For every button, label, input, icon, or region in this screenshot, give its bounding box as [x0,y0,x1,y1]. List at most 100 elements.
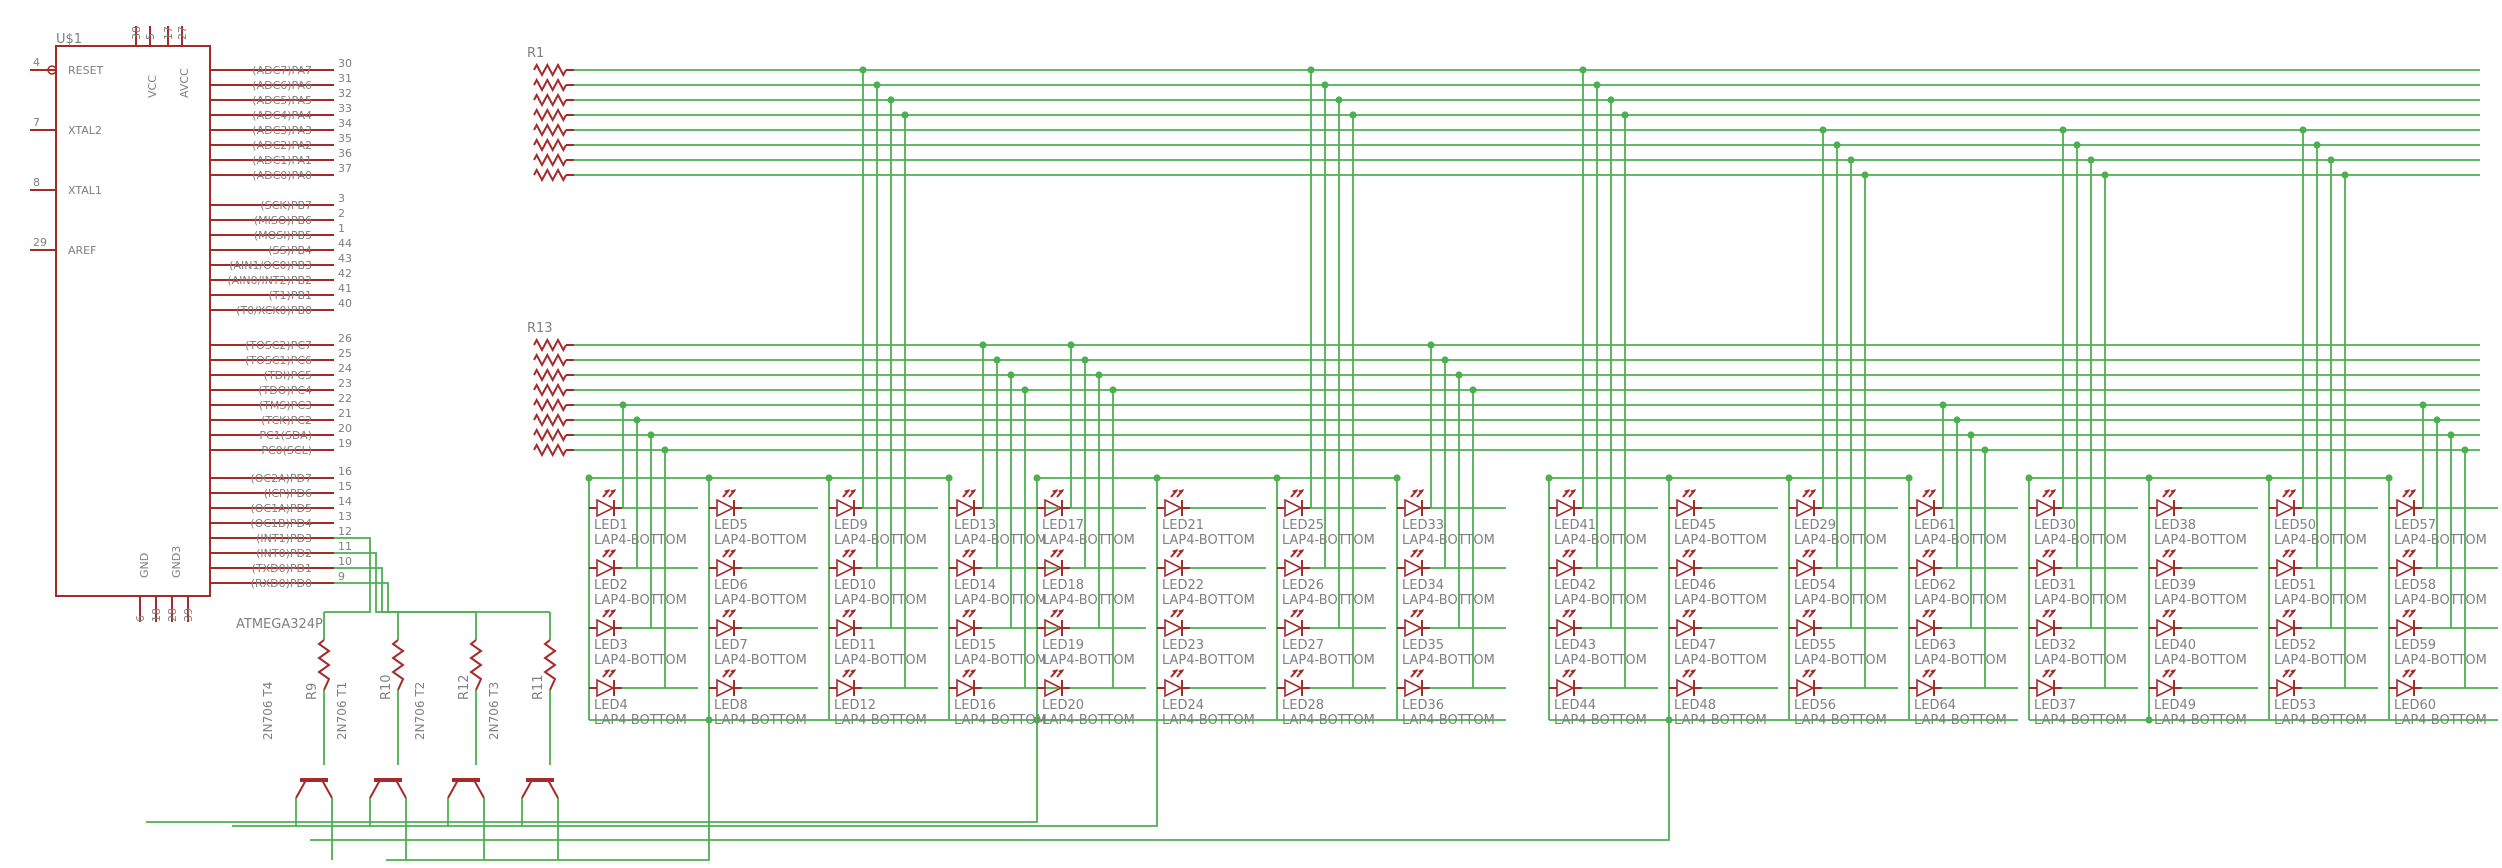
led-arrow-head [1172,609,1179,614]
led-part-value: LAP4-BOTTOM [1162,533,1255,548]
led-arrow-head [2164,669,2171,674]
resistor-element [533,367,567,383]
mcu-pin-label: (TMS)PC3 [259,399,312,412]
led-arrow-head [1058,489,1065,494]
junction-dot [1665,474,1673,482]
mcu-ref-label: U$1 [56,32,82,47]
led-triangle [2396,678,2415,698]
junction-dot [1545,474,1553,482]
base-resistor-label: R10 [379,674,394,700]
led-part-value: LAP4-BOTTOM [594,533,687,548]
led-part-value: LAP4-BOTTOM [1162,653,1255,668]
led-arrow-head [970,489,977,494]
led-reference: LED1 [594,518,628,533]
transistor-label: 2N706 T2 [413,682,427,740]
led-arrow-head [850,489,857,494]
led-triangle [716,498,735,518]
led-arrow-head [1804,669,1811,674]
led-part-value: LAP4-BOTTOM [1402,593,1495,608]
led-arrow-head [970,549,977,554]
led-part-value: LAP4-BOTTOM [954,653,1047,668]
resistor-element [533,62,567,78]
junction-dot [1021,386,1029,394]
led-part-value: LAP4-BOTTOM [1794,713,1887,728]
mcu-pin-number: 4 [33,56,40,69]
wires-layer [146,69,2498,861]
led-arrow-head [1412,489,1419,494]
led-arrow-head [730,549,737,554]
junction-dot [1621,111,1629,119]
led-triangle [1556,618,1575,638]
led-arrow-head [1052,549,1059,554]
junction-dot [705,716,713,724]
led-arrow-head [2410,609,2417,614]
led-arrow-head [1924,549,1931,554]
led-part-value: LAP4-BOTTOM [1042,653,1135,668]
mcu-pin-label: (ADC2)PA2 [252,139,312,152]
led-arrow-head [2404,489,2411,494]
led-arrow-head [2290,669,2297,674]
mcu-pin-number: 19 [338,437,352,450]
mcu-pin-number: 13 [338,510,352,523]
led-arrow-head [1804,489,1811,494]
mcu-pin-number: 40 [338,297,352,310]
led-reference: LED15 [954,638,996,653]
mcu-pin-label: (OC1B)PD4 [250,517,312,530]
led-triangle [2156,618,2175,638]
mcu-pin-label: (SS)PB4 [268,244,312,257]
led-part-value: LAP4-BOTTOM [714,533,807,548]
led-arrow-head [1178,489,1185,494]
mcu-pin-number: 17 [162,26,175,40]
transistor-emitter [473,779,485,799]
led-reference: LED53 [2274,698,2316,713]
junction-dot [2025,474,2033,482]
led-part-value: LAP4-BOTTOM [1914,653,2007,668]
led-reference: LED2 [594,578,628,593]
led-arrow-head [1564,609,1571,614]
led-reference: LED32 [2034,638,2076,653]
led-reference: LED61 [1914,518,1956,533]
led-arrow-head [724,609,731,614]
junction-dot [2059,126,2067,134]
led-triangle [836,618,855,638]
mcu-pin-label: (TXD0)PD1 [252,562,312,575]
junction-dot [2419,401,2427,409]
led-arrow-head [2044,609,2051,614]
led-reference: LED60 [2394,698,2436,713]
junction-dot [1939,401,1947,409]
led-reference: LED7 [714,638,748,653]
led-arrow-head [1570,609,1577,614]
led-arrow-head [1418,609,1425,614]
mcu-pin-label: (T1)PB1 [269,289,312,302]
junction-dot [1455,371,1463,379]
led-arrow-head [2050,549,2057,554]
led-arrow-head [970,609,977,614]
mcu-pin-number: 8 [33,176,40,189]
led-arrow-head [1172,549,1179,554]
led-reference: LED13 [954,518,996,533]
led-part-value: LAP4-BOTTOM [834,533,927,548]
led-triangle [716,678,735,698]
resistor-element [533,137,567,153]
junction-dot [1349,111,1357,119]
mcu-pin-number: 35 [338,132,352,145]
resistor-element [533,352,567,368]
mcu-pin-label: (TOSC2)PC7 [245,339,312,352]
resistor-array-label: R13 [527,321,553,336]
led-arrow-head [2170,609,2177,614]
mcu-pin-number: 12 [338,525,352,538]
led-arrow-head [604,549,611,554]
junction-dot [1441,356,1449,364]
mcu-pin-label: (ADC0)PA0 [252,169,312,182]
mcu-pin-label: PC0(SCL) [261,444,312,457]
led-triangle [596,558,615,578]
mcu-pin-number: 7 [33,116,40,129]
led-arrow-head [1690,489,1697,494]
mcu-body [55,45,211,597]
resistor-element [533,337,567,353]
junction-dot [2265,474,2273,482]
transistor-collector [447,779,459,799]
junction-dot [2087,156,2095,164]
led-triangle [2396,618,2415,638]
